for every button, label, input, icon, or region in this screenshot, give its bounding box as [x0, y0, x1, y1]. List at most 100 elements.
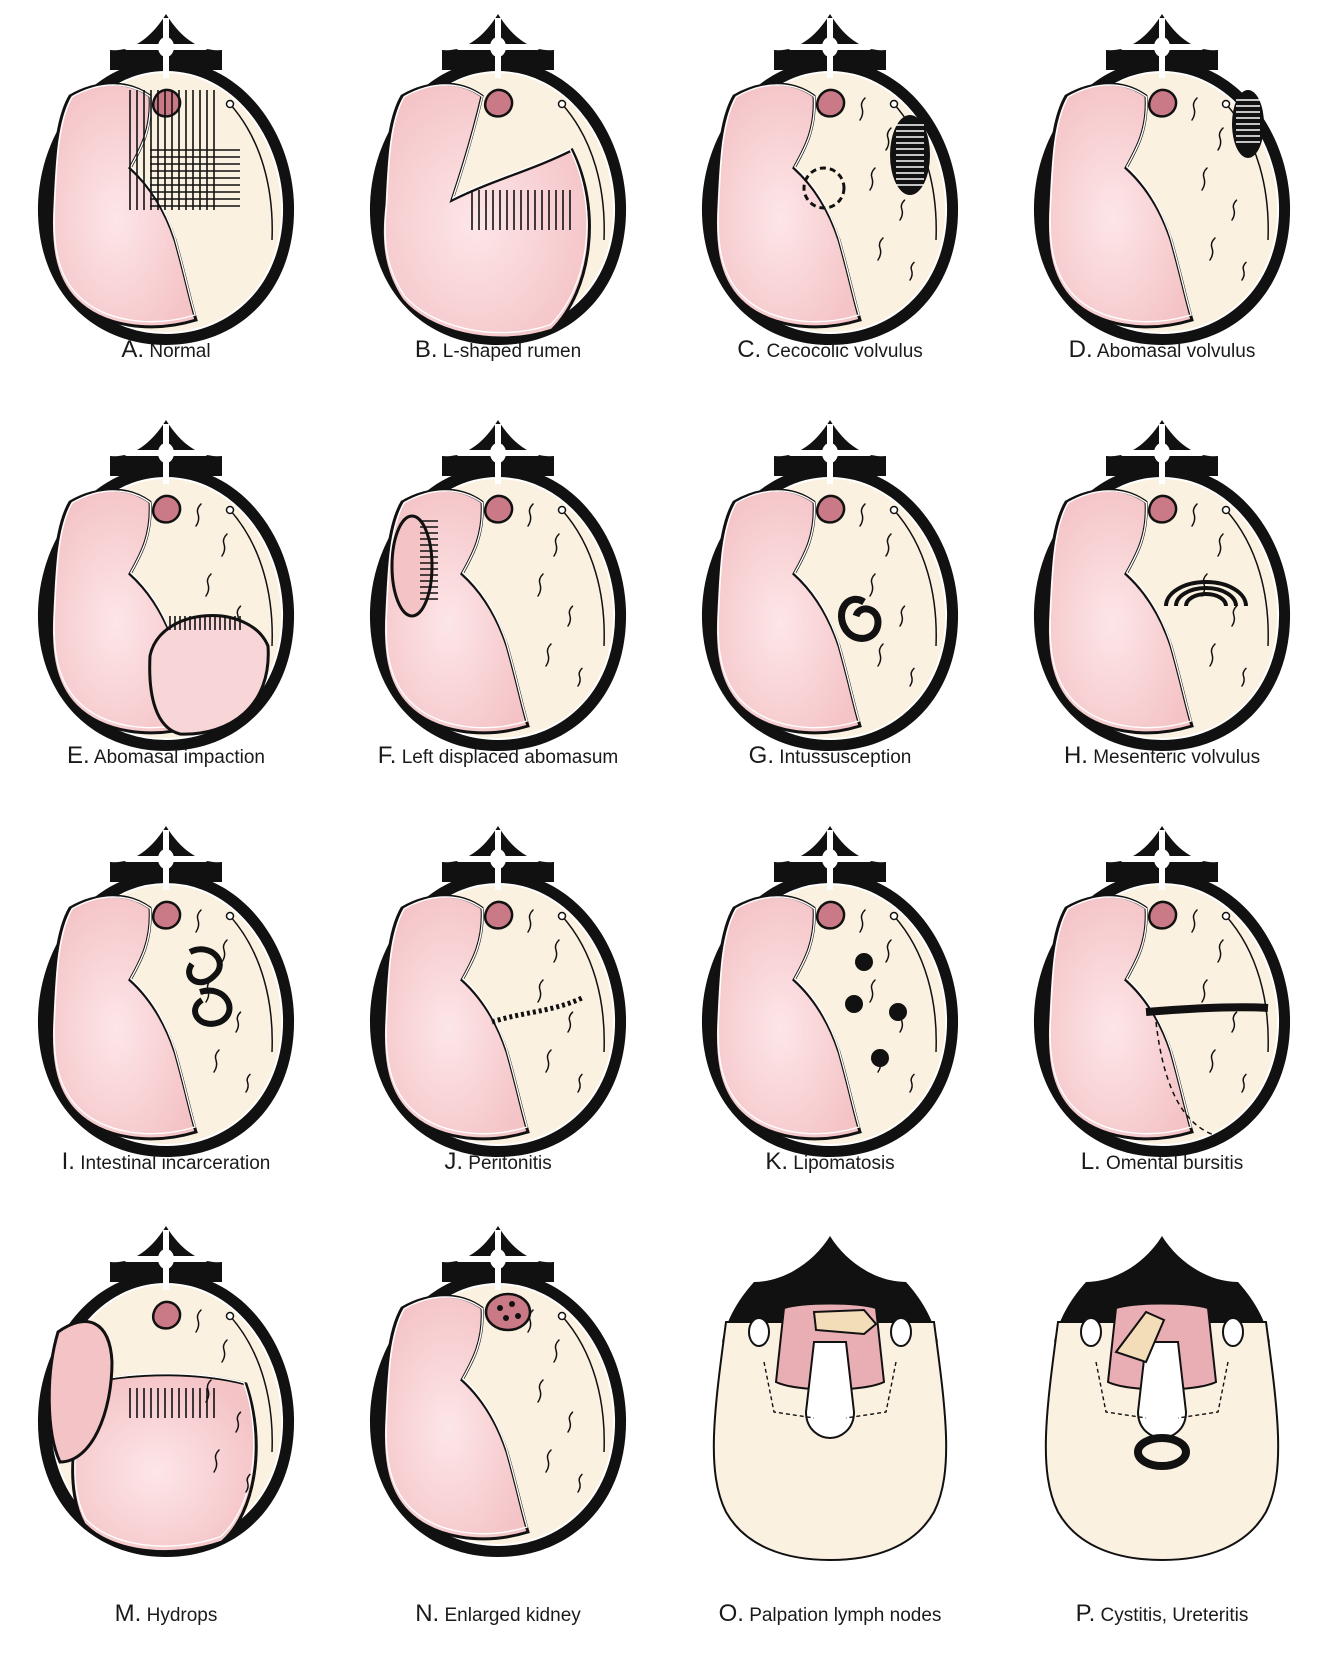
panel-label: Abomasal impaction [94, 747, 265, 768]
panel-caption: C. Cecocolic volvulus [664, 336, 996, 364]
abdomen-cross-section [702, 420, 958, 751]
panel-caption: P. Cystitis, Ureteritis [996, 1600, 1328, 1628]
fat-necrosis-mass [889, 1003, 907, 1021]
pelvis-cross-section [714, 1236, 946, 1560]
panel-b: B. L-shaped rumen [332, 0, 664, 418]
panel-caption: K. Lipomatosis [664, 1148, 996, 1176]
panel-label: Palpation lymph nodes [749, 1605, 941, 1626]
panel-illustration [996, 406, 1328, 766]
abdomen-cross-section [370, 1226, 626, 1557]
abdomen-cross-section [1034, 420, 1290, 751]
panel-letter: P. [1076, 1600, 1096, 1627]
abdomen-cross-section [702, 826, 958, 1157]
panel-illustration [996, 1212, 1328, 1572]
panel-letter: K. [765, 1148, 788, 1175]
panel-letter: B. [415, 336, 438, 363]
abdomen-cross-section [1034, 826, 1290, 1157]
panel-label: Hydrops [147, 1605, 218, 1626]
panel-letter: D. [1069, 336, 1093, 363]
panel-label: Omental bursitis [1106, 1153, 1243, 1174]
panel-letter: J. [444, 1148, 463, 1175]
panel-caption: J. Peritonitis [332, 1148, 664, 1176]
panel-letter: E. [67, 742, 90, 769]
left-kidney [1149, 496, 1176, 522]
panel-letter: N. [415, 1600, 439, 1627]
panel-label: Peritonitis [468, 1153, 551, 1174]
panel-o: O. Palpation lymph nodes [664, 1212, 996, 1630]
panel-d: D. Abomasal volvulus [996, 0, 1328, 418]
panel-label: Normal [149, 341, 210, 362]
panel-letter: G. [749, 742, 774, 769]
panel-illustration [332, 812, 664, 1172]
kidney-spot [497, 1305, 503, 1311]
left-kidney [153, 902, 180, 928]
lymph-node-right [891, 1318, 911, 1346]
panel-label: Mesenteric volvulus [1093, 747, 1260, 768]
panel-f: F. Left displaced abomasum [332, 406, 664, 824]
fat-necrosis-mass [845, 995, 863, 1013]
kidney-spot [503, 1315, 509, 1321]
palpating-hand [814, 1310, 876, 1334]
panel-illustration [0, 812, 332, 1172]
panel-illustration [664, 1212, 996, 1572]
abdomen-cross-section [702, 14, 958, 345]
panel-caption: F. Left displaced abomasum [332, 742, 664, 770]
panel-letter: A. [121, 336, 144, 363]
lymph-node-right [1223, 1318, 1243, 1346]
panel-caption: M. Hydrops [0, 1600, 332, 1628]
panel-illustration [332, 0, 664, 360]
panel-letter: L. [1081, 1148, 1101, 1175]
panel-m: M. Hydrops [0, 1212, 332, 1630]
abomasum-hatching [472, 190, 570, 230]
panel-letter: H. [1064, 742, 1088, 769]
panel-letter: C. [737, 336, 761, 363]
omentum-attachment [891, 101, 898, 108]
panel-illustration [0, 0, 332, 360]
panel-caption: B. L-shaped rumen [332, 336, 664, 364]
panel-label: Cystitis, Ureteritis [1101, 1605, 1249, 1626]
omentum-attachment [227, 913, 234, 920]
panel-i: I. Intestinal incarceration [0, 812, 332, 1230]
panel-n: N. Enlarged kidney [332, 1212, 664, 1630]
panel-caption: G. Intussusception [664, 742, 996, 770]
panel-caption: N. Enlarged kidney [332, 1600, 664, 1628]
omentum-attachment [1223, 507, 1230, 514]
panel-letter: F. [378, 742, 397, 769]
panel-label: Intestinal incarceration [80, 1153, 270, 1174]
abdomen-cross-section [38, 1226, 294, 1557]
left-kidney [1149, 902, 1176, 928]
omentum-attachment [1223, 913, 1230, 920]
panel-letter: I. [62, 1148, 75, 1175]
left-kidney [817, 90, 844, 116]
omentum-attachment [1223, 101, 1230, 108]
left-kidney [1149, 90, 1176, 116]
omentum-attachment [559, 101, 566, 108]
panel-caption: I. Intestinal incarceration [0, 1148, 332, 1176]
panel-label: Lipomatosis [793, 1153, 894, 1174]
left-kidney [485, 90, 512, 116]
panel-a: A. Normal [0, 0, 332, 418]
lymph-node-left [749, 1318, 769, 1346]
displaced-abomasum [392, 516, 432, 616]
abdomen-cross-section [370, 14, 626, 345]
fat-necrosis-mass [855, 953, 873, 971]
panel-caption: A. Normal [0, 336, 332, 364]
abdomen-cross-section [370, 826, 626, 1157]
panel-label: Left displaced abomasum [402, 747, 619, 768]
panel-caption: D. Abomasal volvulus [996, 336, 1328, 364]
kidney-spot [515, 1313, 521, 1319]
panel-illustration [332, 406, 664, 766]
enlarged-kidney [486, 1294, 530, 1330]
left-kidney [485, 496, 512, 522]
panel-l: L. Omental bursitis [996, 812, 1328, 1230]
panel-j: J. Peritonitis [332, 812, 664, 1230]
left-kidney [153, 496, 180, 522]
left-kidney [153, 1302, 180, 1328]
kidney-spot [509, 1301, 515, 1307]
fat-necrosis-mass [871, 1049, 889, 1067]
panel-caption: E. Abomasal impaction [0, 742, 332, 770]
panel-c: C. Cecocolic volvulus [664, 0, 996, 418]
omentum-attachment [559, 507, 566, 514]
left-kidney [485, 902, 512, 928]
panel-illustration [996, 0, 1328, 360]
